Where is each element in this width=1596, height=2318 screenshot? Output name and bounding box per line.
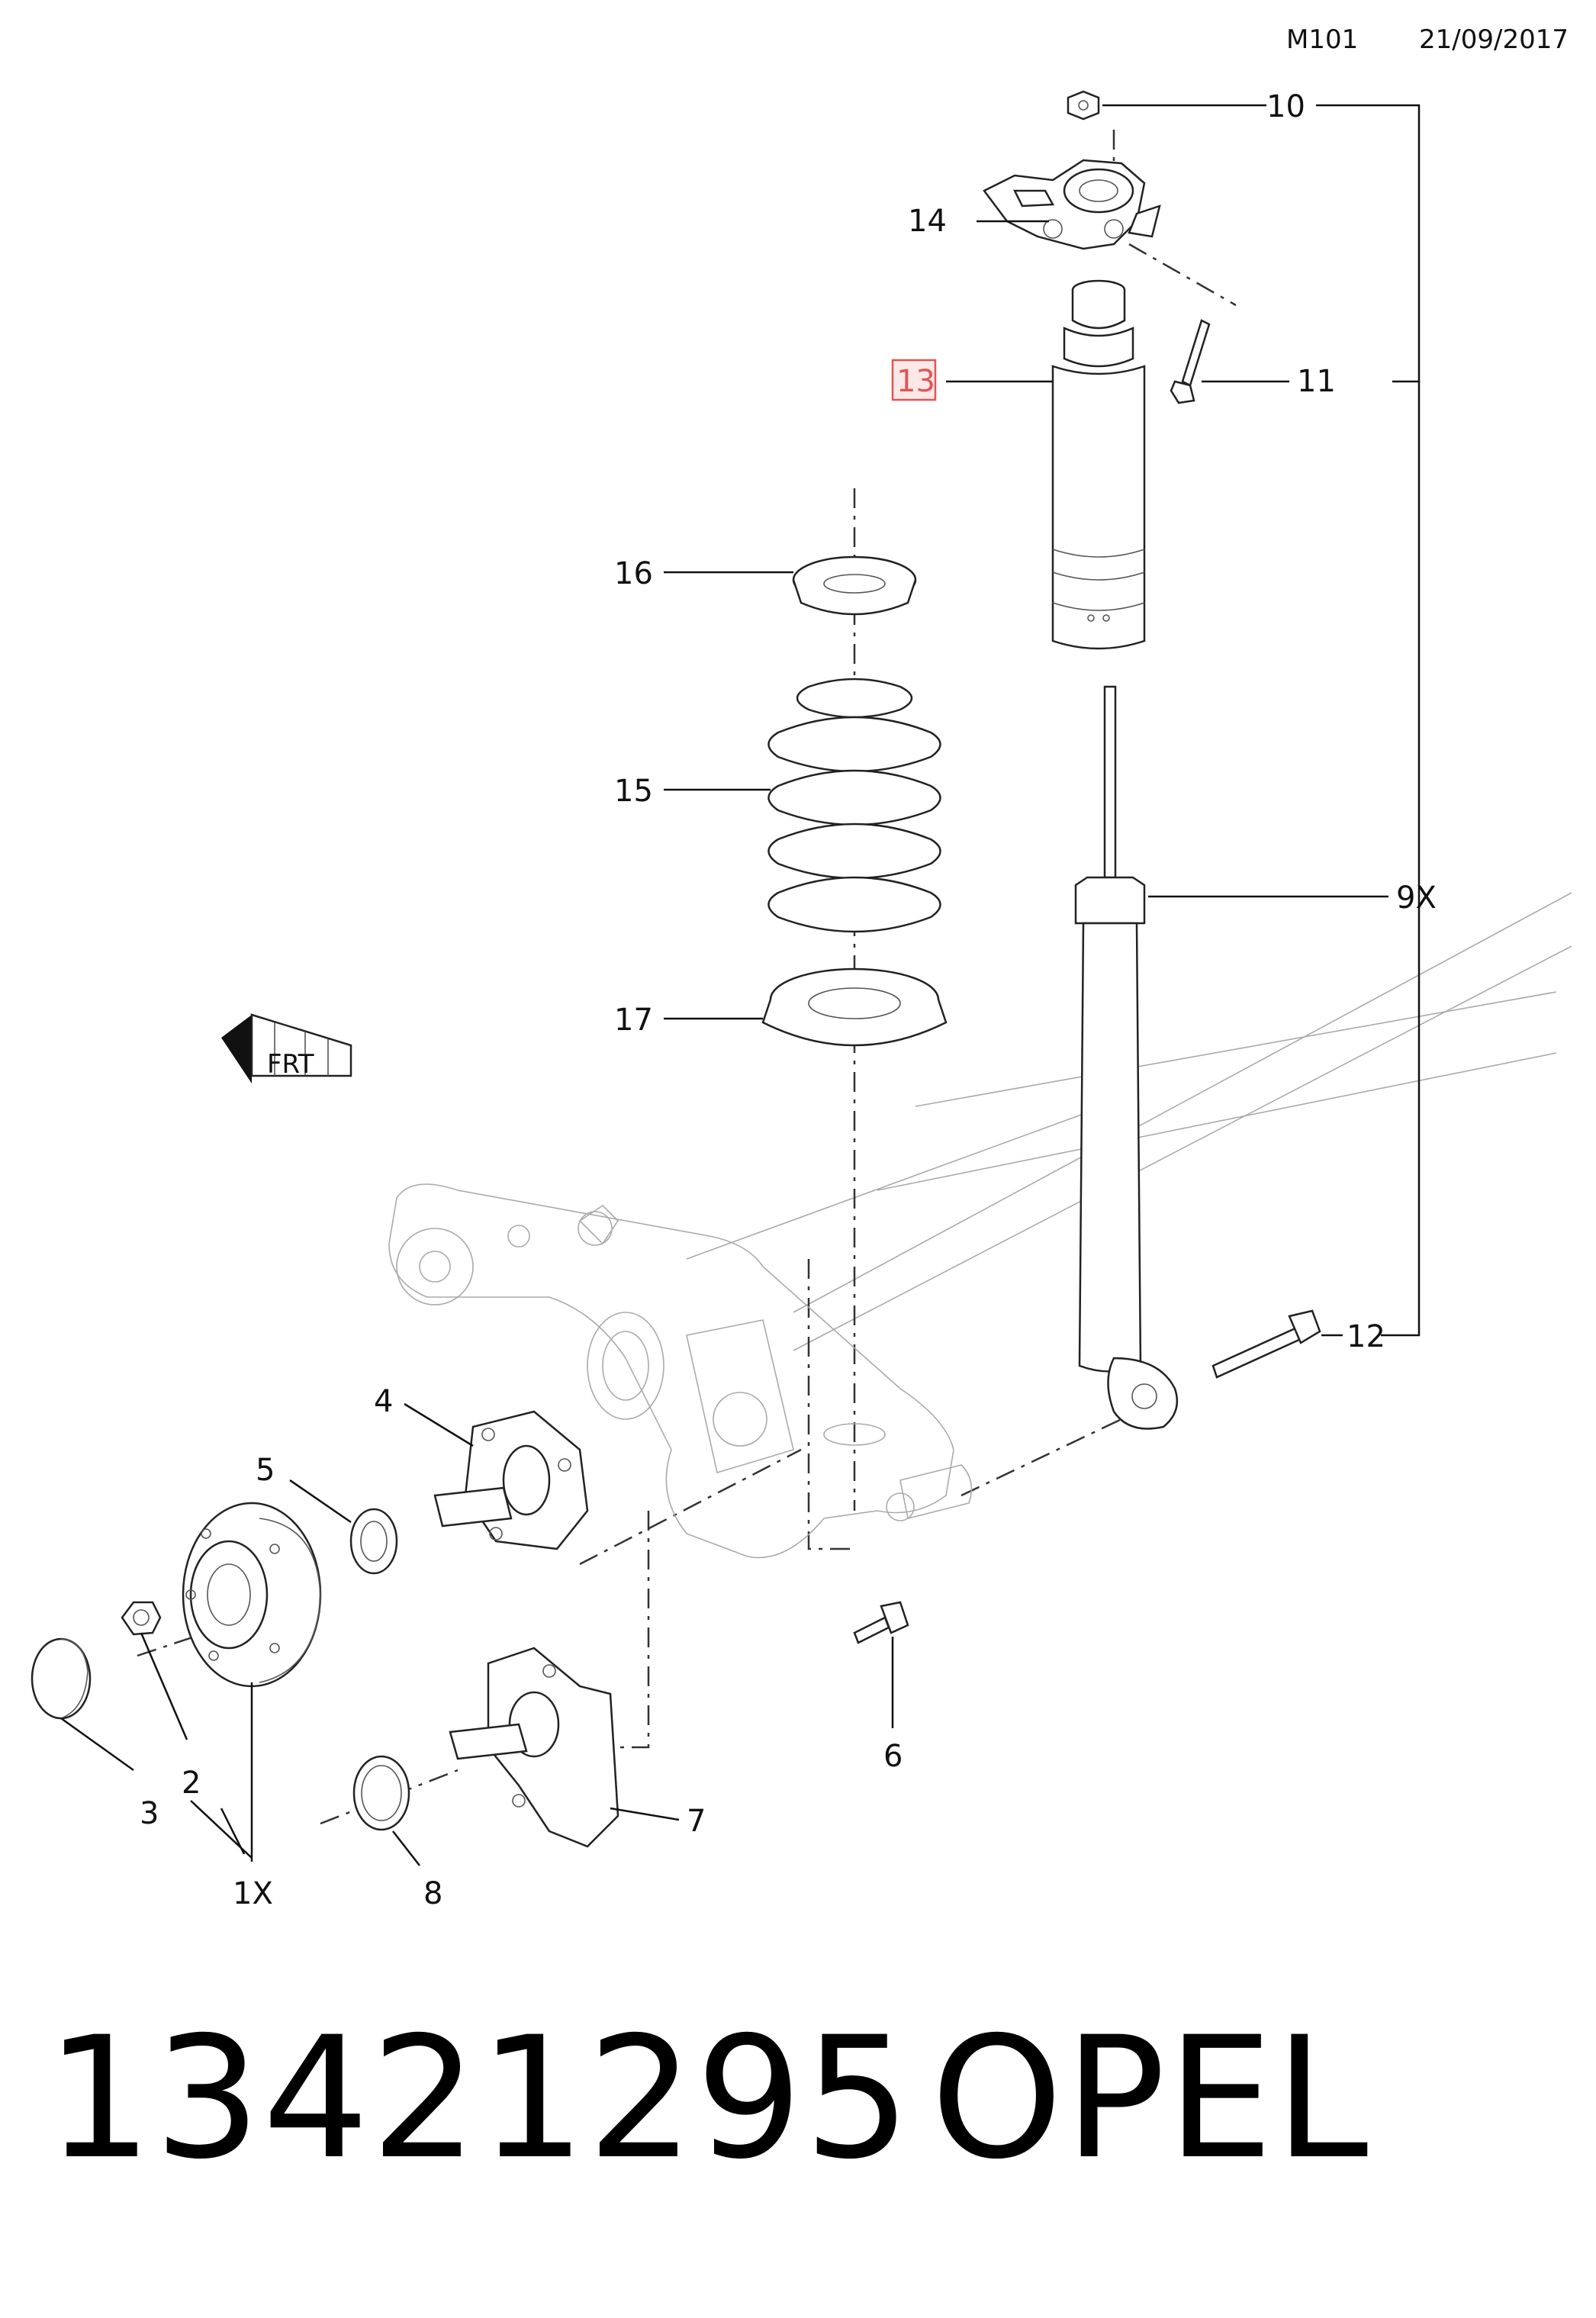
label-10: 10 — [1266, 89, 1305, 124]
label-13: 13 — [896, 364, 935, 399]
label-6: 6 — [883, 1739, 903, 1774]
label-9x: 9X — [1396, 881, 1437, 916]
wheel-carrier — [449, 1647, 619, 1848]
label-15: 15 — [614, 774, 653, 809]
leader-lines — [60, 104, 1421, 1866]
diagram-date: 21/09/2017 — [1419, 24, 1569, 55]
shock-lower-bolt — [1211, 1309, 1321, 1379]
lower-spring-seat — [761, 967, 948, 1047]
label-2: 2 — [182, 1766, 201, 1801]
rear-subframe — [388, 1183, 973, 1559]
wheel-hub — [182, 1502, 322, 1688]
hub-nut — [121, 1601, 162, 1636]
vehicle-body-outline — [686, 892, 1572, 1351]
mount-bolt — [1170, 319, 1211, 404]
coil-spring — [767, 678, 941, 933]
label-5: 5 — [256, 1453, 275, 1488]
hub-cap — [31, 1637, 92, 1720]
shock-absorber — [1074, 685, 1179, 1430]
label-1x: 1X — [233, 1876, 273, 1911]
shock-dust-boot — [1051, 279, 1146, 650]
highlight-box-13 — [891, 359, 937, 401]
label-4: 4 — [374, 1384, 393, 1419]
label-7: 7 — [687, 1804, 706, 1839]
part-number: 13421295 — [46, 2001, 912, 2196]
label-17: 17 — [614, 1003, 653, 1038]
wheel-carrier-o-ring — [352, 1755, 410, 1831]
strut-top-mount — [983, 159, 1161, 250]
diagram-code: M101 — [1286, 24, 1359, 55]
callout-labels: 10 14 11 13 16 15 9X 17 12 4 5 6 7 2 3 1… — [140, 89, 1437, 1911]
label-12: 12 — [1347, 1319, 1385, 1354]
wheel-bearing-flange — [433, 1410, 589, 1550]
label-3: 3 — [140, 1796, 159, 1831]
label-16: 16 — [614, 556, 653, 591]
top-mount-nut — [1067, 90, 1100, 121]
front-arrow-icon: FRT — [221, 1013, 352, 1083]
label-11: 11 — [1297, 364, 1336, 399]
brand-name: OPEL — [931, 2001, 1370, 2196]
upper-spring-seat — [792, 555, 917, 616]
label-8: 8 — [423, 1876, 442, 1911]
subframe-bolt — [853, 1601, 909, 1644]
hub-seal-ring — [349, 1508, 398, 1575]
frt-text: FRT — [267, 1049, 314, 1080]
label-14: 14 — [908, 204, 947, 239]
